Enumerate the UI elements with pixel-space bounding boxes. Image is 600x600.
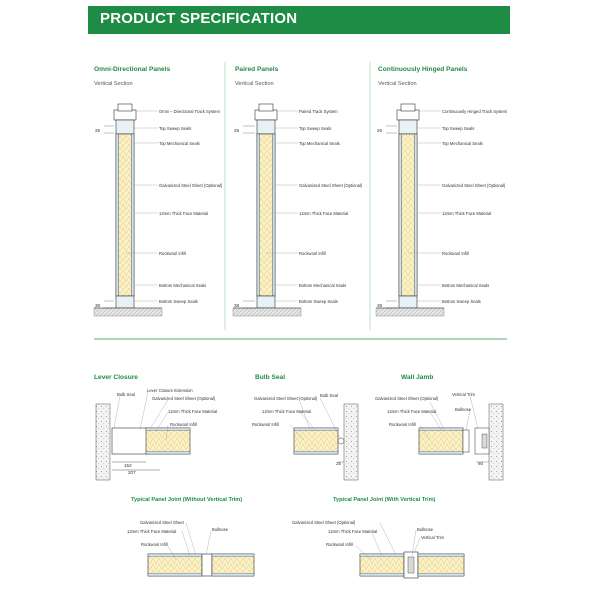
label-face-material: 12mm Thick Face Material [387, 409, 436, 414]
label-vertical-trim: Vertical Trim [421, 535, 445, 540]
label-face-material: 12mm Thick Face Material [168, 409, 217, 414]
label-top-sweep-seals: Top Sweep Seals [442, 126, 474, 131]
detail-title-bulb-seal: Bulb Seal [255, 374, 286, 381]
section-subtitle-paired: Vertical Section [235, 81, 274, 87]
label-galvanized-sheet: Galvanized Steel Sheet (Optional) [152, 396, 216, 401]
label-bottom-sweep-seals: Bottom Sweep Seals [299, 299, 338, 304]
detail-title-joint-with-trim: Typical Panel Joint (With Vertical Trim) [333, 497, 436, 503]
label-bottom-mechanical-seals: Bottom Mechanical Seals [299, 283, 346, 288]
dim-bottom: 38 [377, 303, 383, 308]
label-track-system: Omni – Directional Track System [159, 109, 220, 114]
label-face-material: 12mm Thick Face Material [328, 529, 377, 534]
dim-25: 25 [336, 461, 342, 466]
label-bottom-sweep-seals: Bottom Sweep Seals [159, 299, 198, 304]
label-top-sweep-seals: Top Sweep Seals [159, 126, 191, 131]
dim-207: 207 [128, 470, 136, 475]
vertical-section-omni [93, 103, 163, 317]
label-galvanized-sheet: Galvanized Steel Sheet (Optional) [375, 396, 439, 401]
label-vertical-trim: Vertical Trim [452, 392, 476, 397]
label-galvanized-sheet: Galvanized Steel Sheet [140, 520, 185, 525]
label-face-material: 12mm Thick Face Material [127, 529, 176, 534]
label-bottom-mechanical-seals: Bottom Mechanical Seals [442, 283, 489, 288]
label-galvanized-sheet: Galvanized Steel Sheet (Optional) [254, 396, 318, 401]
dim-bottom: 38 [234, 303, 240, 308]
dim-bottom: 38 [95, 303, 101, 308]
dim-152: 152 [124, 463, 132, 468]
label-bullnose: Bullnose [417, 527, 434, 532]
label-top-mechanical-seals: Top Mechanical Seals [299, 141, 340, 146]
section-title-hinged: Continuously Hinged Panels [378, 66, 468, 73]
label-rockwool-infill: Rockwool Infill [389, 422, 416, 427]
dim-top: 25 [234, 128, 240, 133]
section-subtitle-hinged: Vertical Section [378, 81, 417, 87]
label-face-material: 12mm Thick Face Material [262, 409, 311, 414]
detail-bulb-seal [289, 397, 359, 481]
label-galvanized-sheet: Galvanized Steel Sheet (Optional) [292, 520, 356, 525]
vertical-section-hinged [375, 103, 445, 317]
detail-title-wall-jamb: Wall Jamb [401, 374, 434, 381]
detail-joint-with-trim [355, 522, 465, 579]
label-galvanized-sheet: Galvanized Steel Sheet (Optional) [159, 183, 223, 188]
label-galvanized-sheet: Galvanized Steel Sheet (Optional) [299, 183, 363, 188]
label-rockwool-infill: Rockwool Infill [141, 542, 168, 547]
section-title-omni: Omni-Directional Panels [94, 66, 171, 73]
label-rockwool-infill: Rockwool Infill [159, 251, 186, 256]
header-banner: PRODUCT SPECIFICATION [88, 6, 510, 34]
detail-title-joint-without-trim: Typical Panel Joint (Without Vertical Tr… [131, 497, 243, 503]
label-face-material: 12mm Thick Face Material [442, 211, 491, 216]
label-bottom-sweep-seals: Bottom Sweep Seals [442, 299, 481, 304]
detail-wall-jamb [418, 395, 504, 481]
vertical-section-paired [232, 103, 302, 317]
label-bulb-seal: Bulb Seal [320, 393, 338, 398]
label-rockwool-infill: Rockwool Infill [170, 422, 197, 427]
label-rockwool-infill: Rockwool Infill [326, 542, 353, 547]
label-bottom-mechanical-seals: Bottom Mechanical Seals [159, 283, 206, 288]
page-title: PRODUCT SPECIFICATION [100, 10, 298, 27]
dim-top: 25 [95, 128, 101, 133]
label-track-system: Paired Track System [299, 109, 338, 114]
label-rockwool-infill: Rockwool Infill [252, 422, 279, 427]
dim-60: 60 [478, 461, 484, 466]
label-top-mechanical-seals: Top Mechanical Seals [442, 141, 483, 146]
label-rockwool-infill: Rockwool Infill [442, 251, 469, 256]
detail-joint-without-trim [147, 522, 255, 577]
label-top-mechanical-seals: Top Mechanical Seals [159, 141, 200, 146]
dim-top: 25 [377, 128, 383, 133]
label-rockwool-infill: Rockwool Infill [299, 251, 326, 256]
label-lever-closure-extension: Lever Closure Extension [147, 388, 193, 393]
detail-lever-closure [95, 391, 191, 481]
section-title-paired: Paired Panels [235, 66, 279, 73]
label-bulb-seal: Bulb Seal [117, 392, 135, 397]
section-subtitle-omni: Vertical Section [94, 81, 133, 87]
label-top-sweep-seals: Top Sweep Seals [299, 126, 331, 131]
label-face-material: 12mm Thick Face Material [299, 211, 348, 216]
label-face-material: 12mm Thick Face Material [159, 211, 208, 216]
label-bullnose: Bullnose [455, 407, 472, 412]
label-galvanized-sheet: Galvanized Steel Sheet (Optional) [442, 183, 506, 188]
label-track-system: Continuously Hinged Track System [442, 109, 508, 114]
label-bullnose: Bullnose [212, 527, 229, 532]
detail-title-lever-closure: Lever Closure [94, 374, 138, 381]
